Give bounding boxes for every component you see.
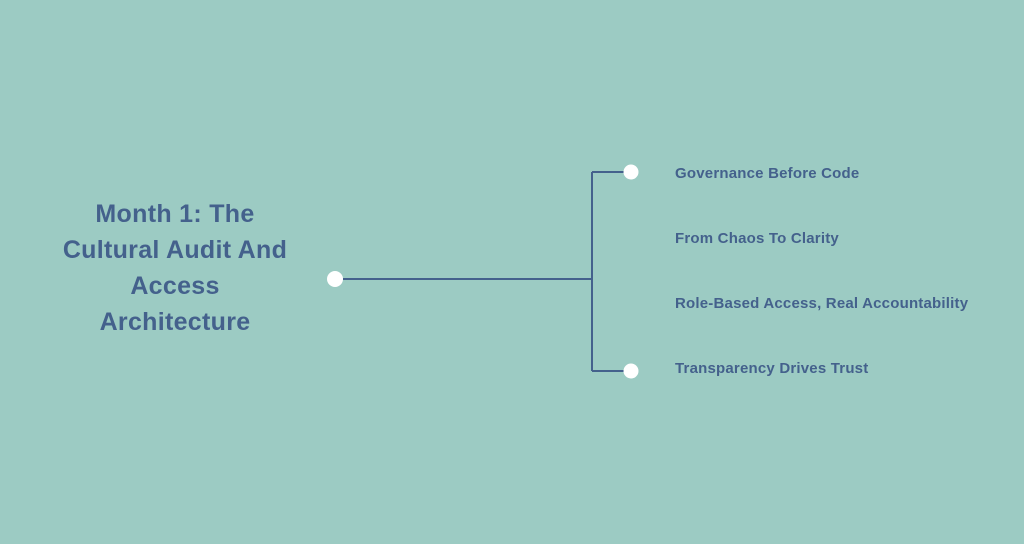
root-topic-line-3: Access: [130, 272, 220, 300]
root-topic-line-2: Cultural Audit And: [62, 236, 288, 264]
branch-label-from-chaos-to-clarity[interactable]: From Chaos To Clarity: [675, 230, 839, 247]
root-topic[interactable]: Month 1: The Cultural Audit And Access A…: [35, 196, 315, 340]
branch-label-governance-before-code[interactable]: Governance Before Code: [675, 165, 860, 182]
root-node-dot: [327, 271, 343, 287]
top-branch-node-dot: [623, 164, 639, 180]
root-topic-line-4: Architecture: [99, 308, 251, 336]
branch-label-transparency-drives-trust[interactable]: Transparency Drives Trust: [675, 360, 869, 377]
branch-label-role-based-access[interactable]: Role-Based Access, Real Accountability: [675, 295, 969, 312]
bottom-branch-node-dot: [623, 363, 639, 379]
root-topic-line-1: Month 1: The: [95, 200, 255, 228]
